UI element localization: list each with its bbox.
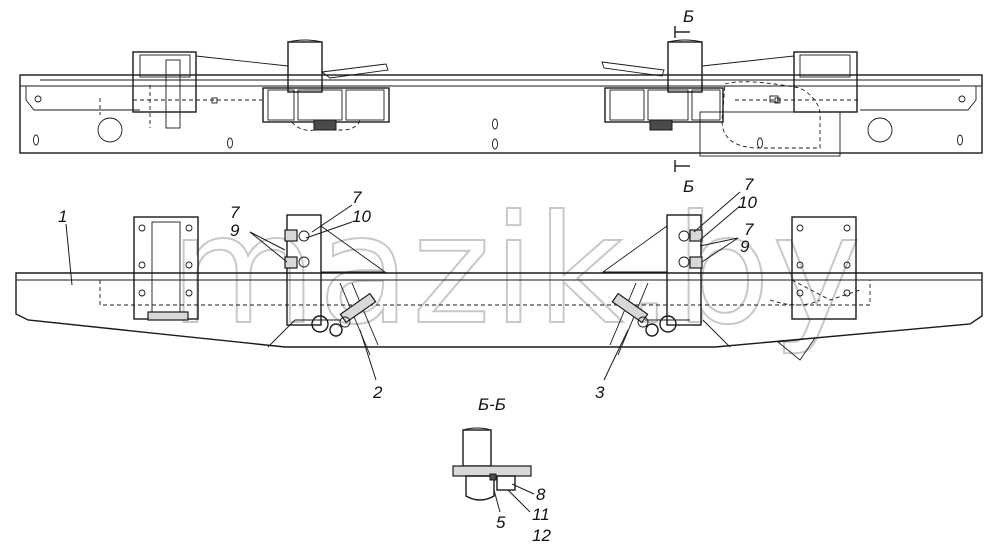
section-view: Б-Б 8 5 11 12 bbox=[452, 395, 551, 545]
callout-7: 7 bbox=[352, 188, 362, 207]
section-mark-bottom: Б bbox=[683, 177, 694, 196]
callout-11: 11 bbox=[532, 505, 550, 524]
callout-3: 3 bbox=[595, 383, 605, 402]
callout-1: 1 bbox=[58, 207, 67, 226]
callout-8: 8 bbox=[536, 485, 546, 504]
section-mark-top: Б bbox=[683, 7, 694, 26]
callout-7: 7 bbox=[744, 175, 754, 194]
callout-7: 7 bbox=[744, 220, 754, 239]
watermark: mazik.by bbox=[170, 184, 863, 358]
section-title: Б-Б bbox=[478, 395, 506, 414]
callout-5: 5 bbox=[496, 513, 506, 532]
callout-7: 7 bbox=[230, 203, 240, 222]
callout-10: 10 bbox=[738, 193, 757, 212]
callout-9: 9 bbox=[230, 221, 240, 240]
front-view: 1 7 10 7 9 2 7 10 7 9 3 bbox=[15, 175, 983, 402]
top-view: Б Б bbox=[19, 7, 983, 196]
callout-2: 2 bbox=[372, 383, 383, 402]
callout-10: 10 bbox=[352, 207, 371, 226]
callout-9: 9 bbox=[740, 237, 750, 256]
callout-12: 12 bbox=[532, 526, 551, 545]
